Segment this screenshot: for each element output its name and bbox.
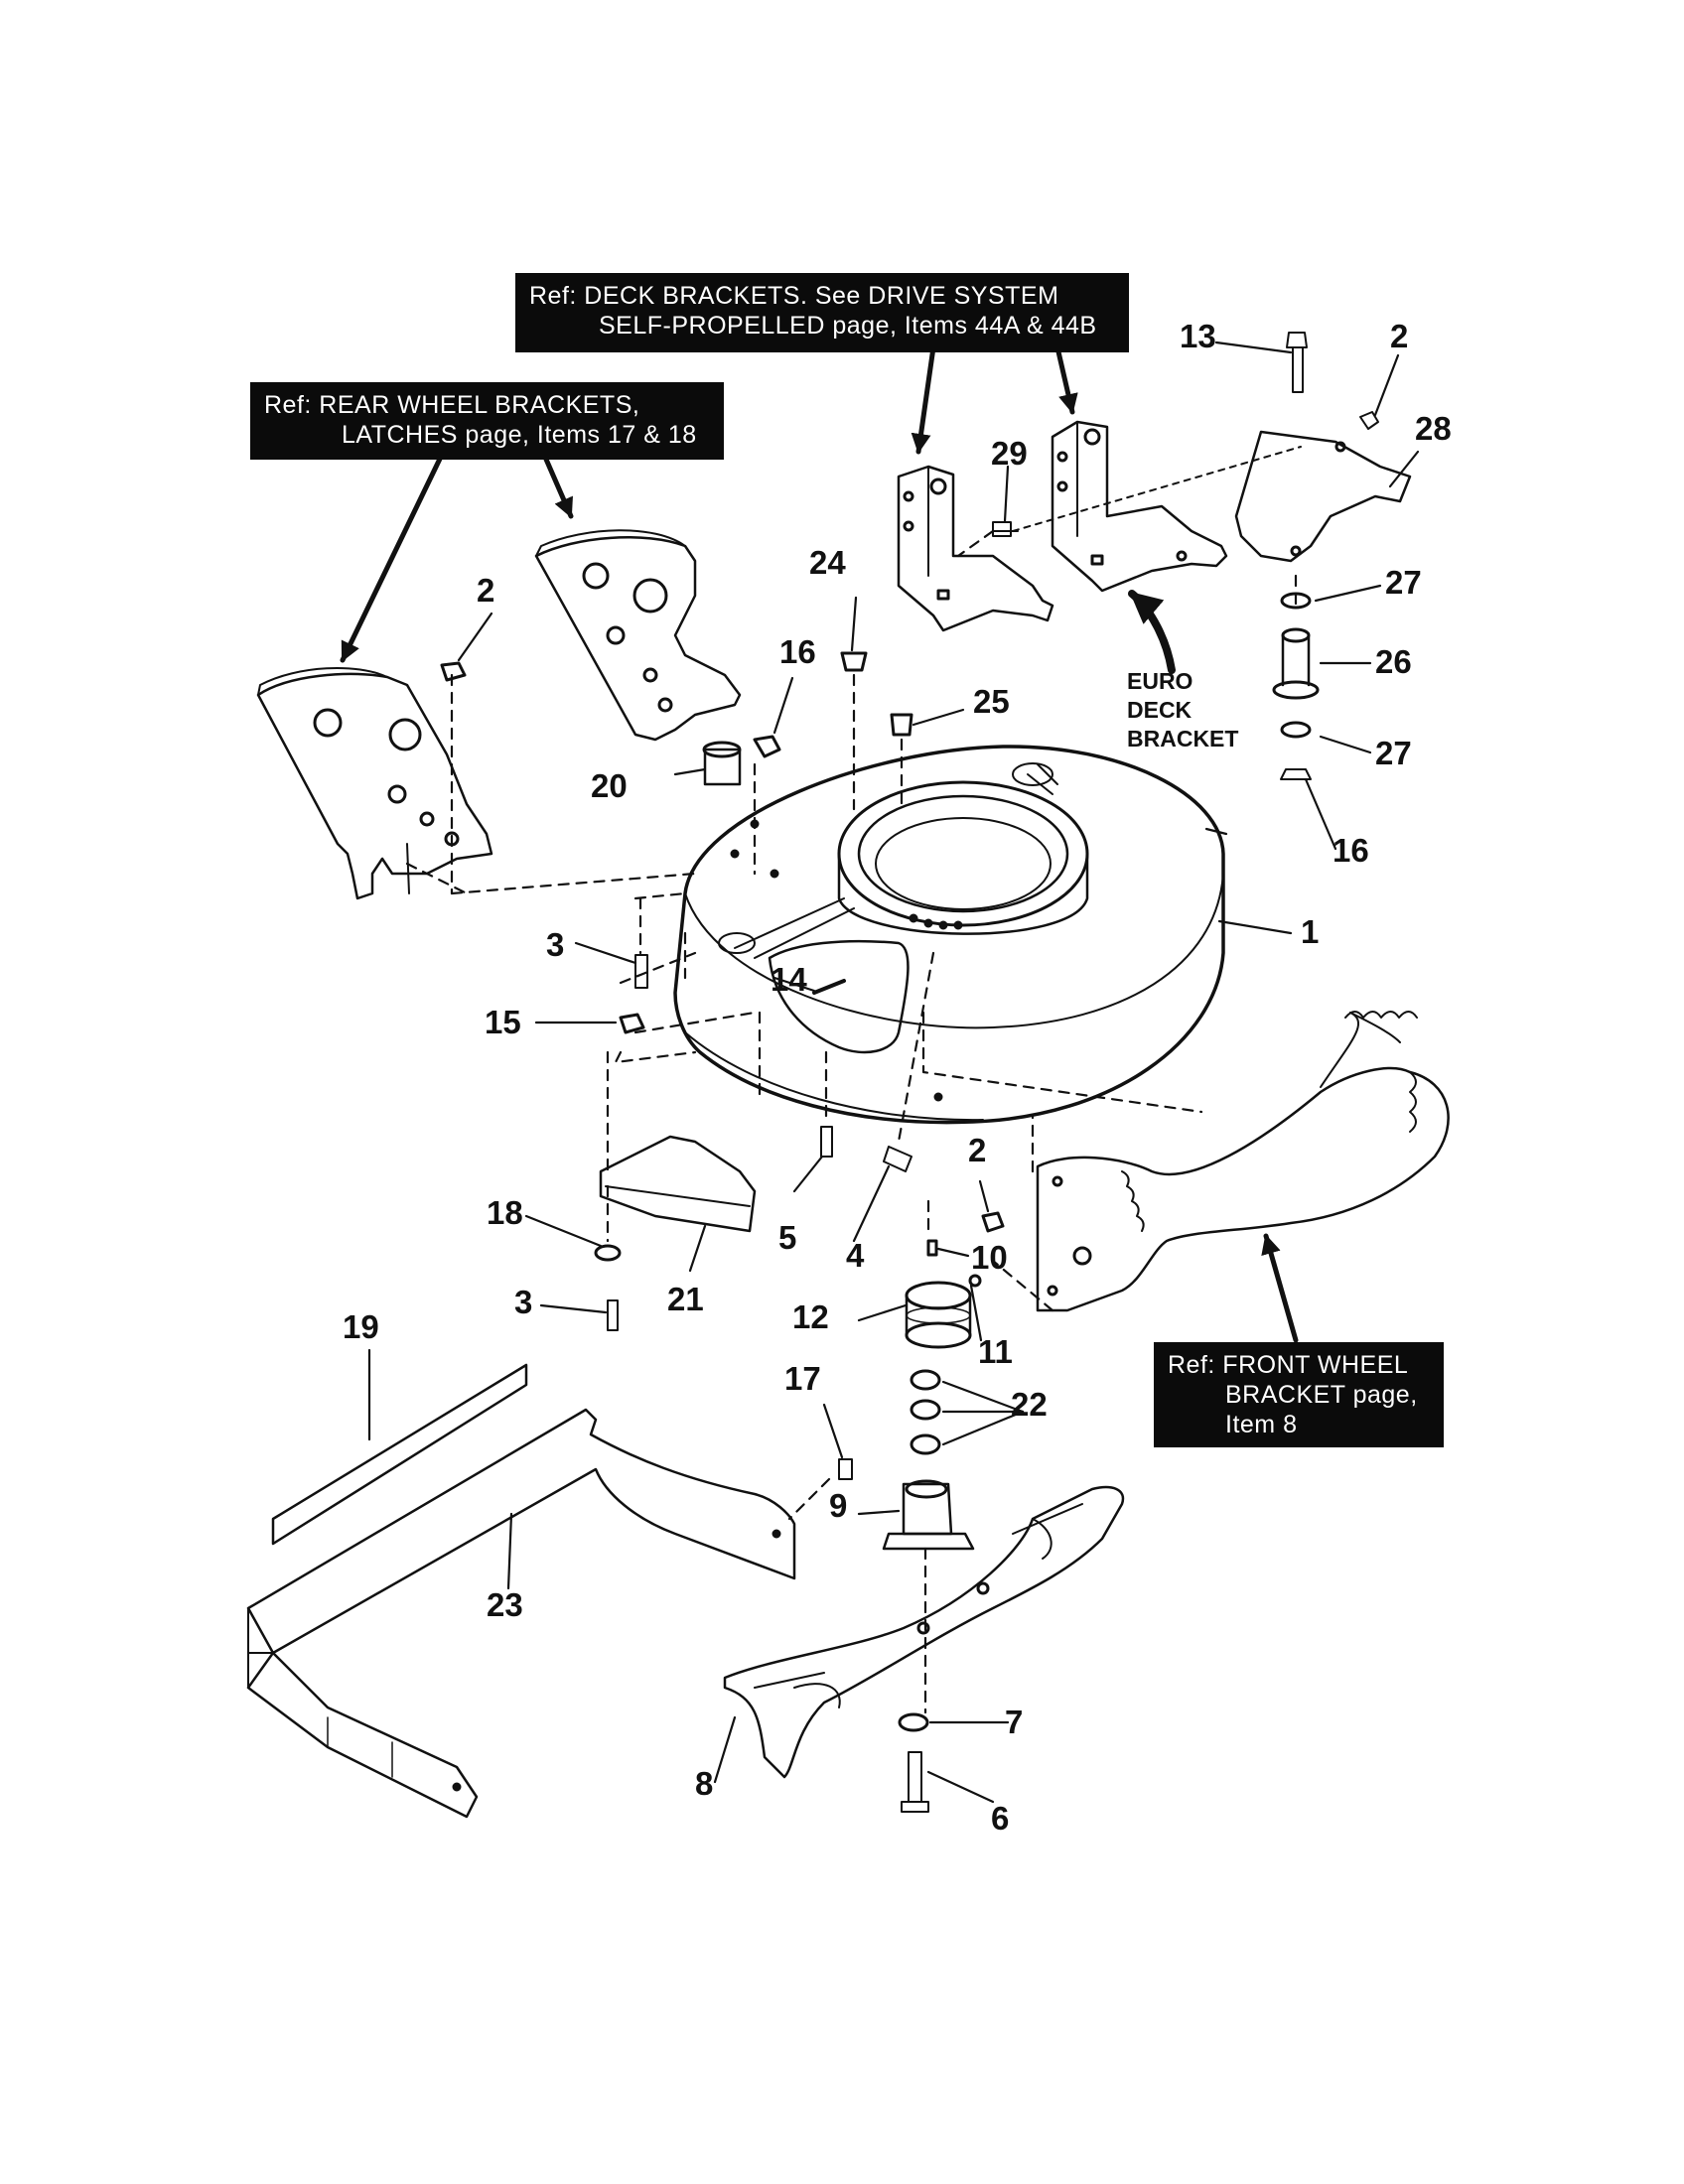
- front-wheel-bracket-part: [1036, 1011, 1450, 1312]
- callout-10: 10: [971, 1239, 1008, 1276]
- callout-15: 15: [485, 1004, 521, 1040]
- mower-blade: [723, 1485, 1125, 1779]
- callout-4: 4: [846, 1237, 865, 1274]
- callout-27-lower: 27: [1375, 735, 1412, 771]
- callout-29: 29: [991, 435, 1028, 472]
- reference-arrows: [340, 344, 1299, 1343]
- callout-6: 6: [991, 1800, 1010, 1837]
- callout-20: 20: [591, 767, 628, 804]
- callout-22: 22: [1011, 1386, 1048, 1423]
- hardware-stack-right: [1272, 332, 1379, 780]
- callout-21: 21: [667, 1281, 704, 1317]
- ref-front-wheel-box: Ref: FRONT WHEEL BRACKET page, Item 8: [1154, 1342, 1444, 1447]
- mower-deck: [673, 745, 1225, 1125]
- ref-rear-wheel-line1: Ref: REAR WHEEL BRACKETS,: [264, 391, 640, 419]
- callout-16-right: 16: [1333, 832, 1369, 869]
- ref-front-wheel-line3: Item 8: [1225, 1411, 1298, 1438]
- decal-strip: [271, 1363, 528, 1546]
- deck-bracket-right: [1051, 420, 1228, 593]
- leader-lines: [367, 341, 1420, 1804]
- ref-deck-brackets-box: Ref: DECK BRACKETS. See DRIVE SYSTEM SEL…: [515, 273, 1129, 352]
- callout-5: 5: [778, 1219, 797, 1256]
- callout-26: 26: [1375, 643, 1412, 680]
- callout-12: 12: [792, 1298, 829, 1335]
- callout-17: 17: [784, 1360, 821, 1397]
- callout-18: 18: [487, 1194, 523, 1231]
- callout-9: 9: [829, 1487, 848, 1524]
- callout-8: 8: [695, 1765, 714, 1802]
- euro-deck-bracket-part: [1234, 430, 1412, 563]
- rear-wheel-bracket-left: [256, 666, 493, 900]
- callout-27-upper: 27: [1385, 564, 1422, 601]
- callout-2-center: 2: [968, 1132, 987, 1168]
- callout-3-lower: 3: [514, 1284, 533, 1320]
- euro-deck-bracket-label: EURO DECK BRACKET: [1127, 667, 1238, 753]
- callout-2-left: 2: [477, 572, 495, 609]
- callout-1: 1: [1301, 913, 1320, 950]
- callout-16-left: 16: [779, 633, 816, 670]
- ref-front-wheel-line1: Ref: FRONT WHEEL: [1168, 1351, 1409, 1379]
- callout-11: 11: [978, 1333, 1013, 1370]
- euro-bracket-arrow: [1128, 590, 1176, 674]
- euro-label-line3: BRACKET: [1127, 726, 1239, 751]
- callout-24: 24: [809, 544, 846, 581]
- ref-deck-brackets-line1: Ref: DECK BRACKETS. See DRIVE SYSTEM: [529, 282, 1059, 310]
- callout-28: 28: [1415, 410, 1452, 447]
- callout-25: 25: [973, 683, 1010, 720]
- ref-deck-brackets-line2: SELF-PROPELLED page, Items 44A & 44B: [599, 312, 1097, 340]
- baffle-bracket: [599, 1135, 757, 1233]
- euro-label-line1: EURO: [1127, 668, 1193, 694]
- ref-rear-wheel-box: Ref: REAR WHEEL BRACKETS, LATCHES page, …: [250, 382, 724, 460]
- callout-19: 19: [343, 1308, 379, 1345]
- callout-2-top-right: 2: [1390, 318, 1409, 354]
- callout-13: 13: [1180, 318, 1216, 354]
- euro-label-line2: DECK: [1127, 697, 1193, 723]
- deck-bracket-left: [897, 465, 1054, 632]
- alignment-lines: [405, 529, 1298, 1714]
- small-hardware: [440, 521, 1012, 1813]
- callout-14: 14: [771, 961, 807, 998]
- ref-rear-wheel-line2: LATCHES page, Items 17 & 18: [342, 421, 697, 449]
- rear-baffle: [246, 1408, 796, 1819]
- callout-7: 7: [1005, 1704, 1024, 1740]
- callout-23: 23: [487, 1586, 523, 1623]
- callout-3-upper: 3: [546, 926, 565, 963]
- ref-front-wheel-line2: BRACKET page,: [1225, 1381, 1418, 1409]
- rear-wheel-bracket-right: [534, 529, 742, 742]
